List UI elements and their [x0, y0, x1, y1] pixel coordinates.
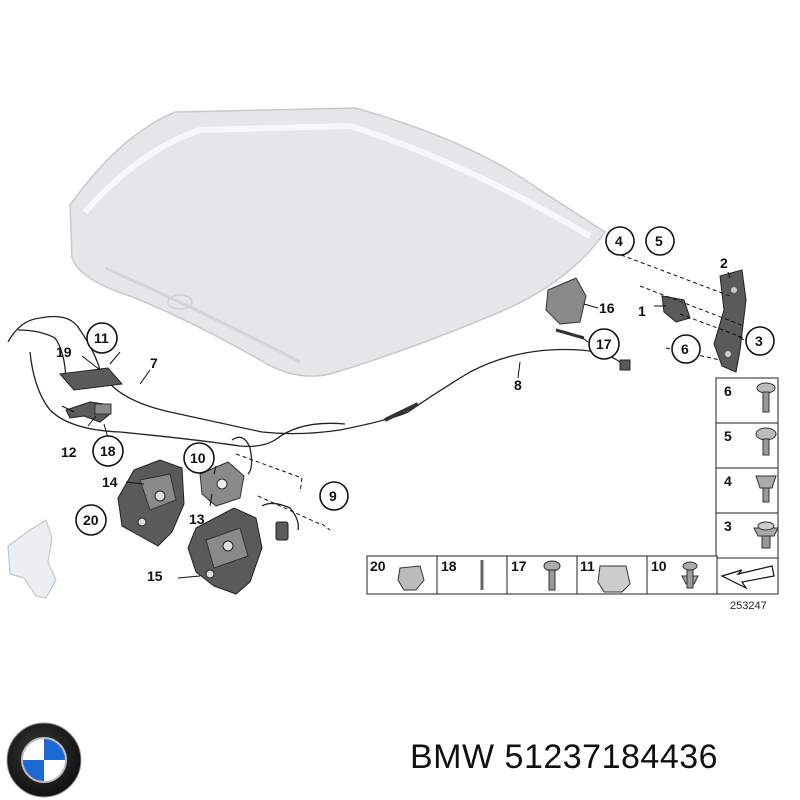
svg-text:13: 13	[189, 511, 205, 527]
fastener-row: 20 18 17 11 10	[366, 555, 779, 595]
callout-19: 19	[56, 344, 72, 360]
fastener-row-label: 17	[511, 558, 527, 574]
callout-7: 7	[150, 355, 158, 371]
part-20-bracket-ghost	[7, 519, 57, 599]
fastener-col-label: 5	[724, 428, 732, 444]
part-16-bracket	[545, 277, 587, 325]
fastener-row-label: 18	[441, 558, 457, 574]
svg-text:7: 7	[150, 355, 158, 371]
fastener-col-label: 6	[724, 383, 732, 399]
part-9-connector	[275, 521, 289, 541]
part-8-connector	[619, 359, 631, 371]
svg-text:15: 15	[147, 568, 163, 584]
callout-4: 4	[605, 226, 635, 256]
fastener-column: 6 5 4 3	[715, 377, 779, 559]
callout-2: 2	[720, 255, 728, 271]
svg-text:5: 5	[655, 233, 663, 249]
part-13-bracket	[199, 461, 245, 507]
part-number: 51237184436	[504, 738, 719, 776]
hood-panel	[69, 107, 607, 377]
callout-17: 17	[588, 328, 620, 360]
fastener-row-label: 20	[370, 558, 386, 574]
callout-6: 6	[671, 334, 701, 364]
lock-15	[187, 507, 263, 595]
fastener-col-label: 3	[724, 518, 732, 534]
hinge-2	[713, 269, 747, 373]
callout-11: 11	[86, 322, 118, 354]
callout-20: 20	[75, 504, 107, 536]
svg-text:2: 2	[720, 255, 728, 271]
svg-text:12: 12	[61, 444, 77, 460]
callout-8: 8	[514, 377, 522, 393]
svg-text:11: 11	[94, 330, 109, 346]
fastener-row-label: 11	[580, 558, 595, 574]
svg-text:17: 17	[596, 336, 612, 352]
brand-name: BMW	[410, 738, 495, 776]
part-17-bolt	[555, 328, 585, 340]
svg-text:6: 6	[681, 341, 689, 357]
callout-3: 3	[745, 326, 775, 356]
callout-5: 5	[645, 226, 675, 256]
svg-text:20: 20	[83, 512, 99, 528]
callout-18: 18	[92, 435, 124, 467]
callout-15: 15	[147, 568, 163, 584]
part-caption: BMW 51237184436	[410, 738, 790, 788]
fastener-col-label: 4	[724, 473, 732, 489]
svg-text:8: 8	[514, 377, 522, 393]
fastener-row-label: 10	[651, 558, 667, 574]
callout-12: 12	[61, 444, 77, 460]
svg-text:3: 3	[755, 333, 763, 349]
callout-9: 9	[319, 481, 349, 511]
leader-lines	[61, 271, 745, 579]
callout-14: 14	[102, 474, 118, 490]
diagram-number: 253247	[730, 600, 767, 612]
bmw-logo	[6, 722, 82, 798]
lock-14	[117, 459, 185, 547]
svg-text:16: 16	[599, 300, 615, 316]
svg-text:9: 9	[329, 488, 337, 504]
svg-text:18: 18	[100, 443, 116, 459]
part-12-handle	[65, 401, 112, 423]
svg-text:4: 4	[615, 233, 623, 249]
svg-text:19: 19	[56, 344, 72, 360]
callout-10: 10	[183, 442, 215, 474]
direction-arrow-icon	[720, 565, 775, 590]
svg-text:1: 1	[638, 303, 646, 319]
callout-13: 13	[189, 511, 205, 527]
part-19-pad	[59, 367, 123, 391]
callout-1: 1	[638, 303, 646, 319]
callout-16: 16	[599, 300, 615, 316]
svg-text:14: 14	[102, 474, 118, 490]
svg-text:10: 10	[190, 450, 206, 466]
